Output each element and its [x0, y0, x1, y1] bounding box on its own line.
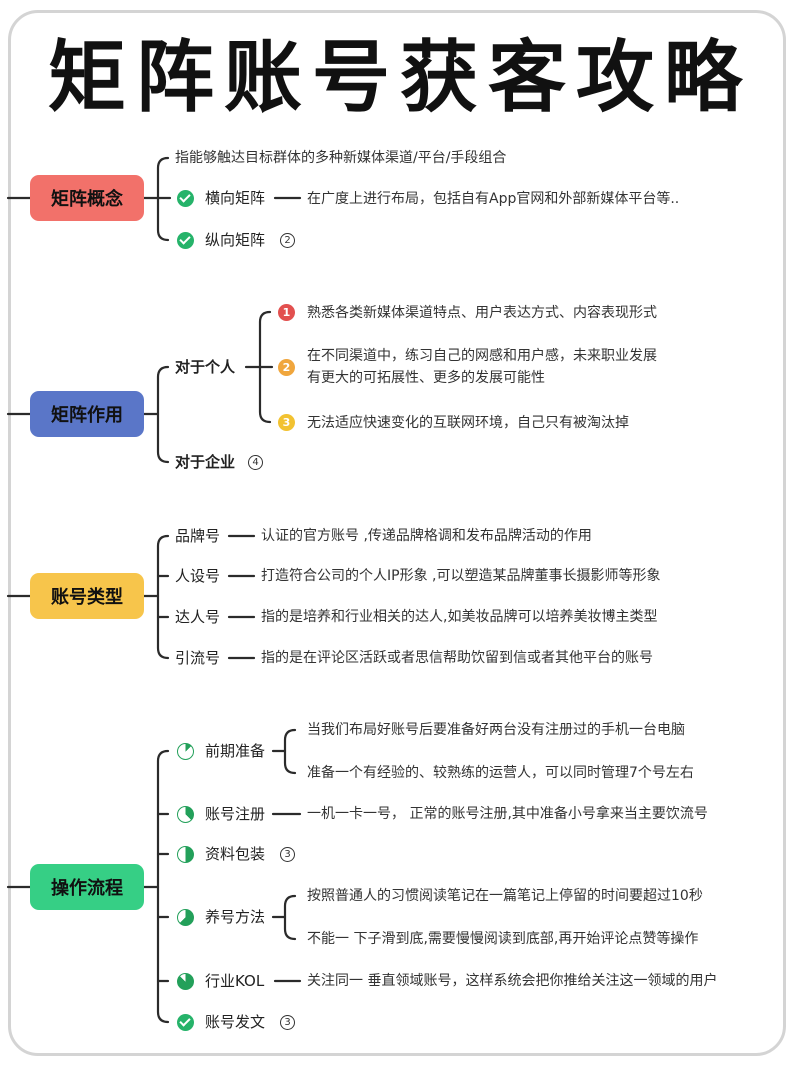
register-text: 一机一卡一号， 正常的账号注册,其中准备小号拿来当主要饮流号: [307, 806, 708, 822]
enterprise-label: 对于企业: [175, 453, 236, 471]
node-label: 矩阵作用: [51, 405, 123, 426]
progress-pie-icon: [177, 846, 194, 863]
node-account-types: 账号类型: [30, 573, 144, 619]
progress-pie-icon: [177, 973, 194, 990]
node-label: 账号类型: [51, 587, 123, 608]
node-operation-process: 操作流程: [30, 864, 144, 910]
type-label: 达人号: [175, 608, 221, 626]
nurture-item: 按照普通人的习惯阅读笔记在一篇笔记上停留的时间要超过10秒: [307, 888, 703, 904]
personal-label: 对于个人: [175, 358, 236, 376]
collapsed-count-badge[interactable]: 3: [280, 847, 295, 862]
nurture-label: 养号方法: [205, 908, 266, 926]
page-title: 矩阵账号获客攻略: [47, 33, 752, 123]
kol-text: 关注同一 垂直领域账号，这样系统会把你推给关注这一领域的用户: [307, 973, 718, 989]
page-frame: [8, 10, 786, 1056]
vertical-matrix-label: 纵向矩阵: [205, 231, 266, 249]
register-label: 账号注册: [205, 805, 266, 823]
collapsed-count-badge[interactable]: 4: [248, 455, 263, 470]
prep-label: 前期准备: [205, 742, 266, 760]
check-icon: [177, 1014, 194, 1031]
collapsed-count-badge[interactable]: 2: [280, 233, 295, 248]
progress-pie-icon: [177, 743, 194, 760]
node-label: 操作流程: [51, 878, 123, 899]
personal-item-2-line1: 在不同渠道中，练习自己的网感和用户感，未来职业发展: [307, 348, 657, 364]
number-1-icon: 1: [278, 304, 295, 321]
number-3-icon: 3: [278, 414, 295, 431]
collapsed-count-badge[interactable]: 3: [280, 1015, 295, 1030]
prep-item: 当我们布局好账号后要准备好两台没有注册过的手机一台电脑: [307, 722, 685, 738]
post-label: 账号发文: [205, 1013, 266, 1031]
type-text: 指的是培养和行业相关的达人,如美妆品牌可以培养美妆博主类型: [261, 609, 658, 625]
type-label: 品牌号: [175, 527, 221, 545]
concept-description: 指能够触达目标群体的多种新媒体渠道/平台/手段组合: [175, 150, 507, 166]
personal-item-2-line2: 有更大的可拓展性、更多的发展可能性: [307, 370, 545, 386]
check-icon: [177, 232, 194, 249]
node-matrix-concept: 矩阵概念: [30, 175, 144, 221]
prep-item: 准备一个有经验的、较熟练的运营人，可以同时管理7个号左右: [307, 765, 694, 781]
node-label: 矩阵概念: [51, 189, 123, 210]
personal-item-1: 熟悉各类新媒体渠道特点、用户表达方式、内容表现形式: [307, 305, 657, 321]
package-label: 资料包装: [205, 845, 266, 863]
horizontal-matrix-label: 横向矩阵: [205, 189, 266, 207]
nurture-item: 不能一 下子滑到底,需要慢慢阅读到底部,再开始评论点赞等操作: [307, 931, 699, 947]
check-icon: [177, 190, 194, 207]
number-2-icon: 2: [278, 359, 295, 376]
progress-pie-icon: [177, 806, 194, 823]
type-label: 引流号: [175, 649, 221, 667]
progress-pie-icon: [177, 909, 194, 926]
horizontal-matrix-text: 在广度上进行布局，包括自有App官网和外部新媒体平台等..: [307, 191, 680, 207]
kol-label: 行业KOL: [205, 972, 265, 990]
type-text: 打造符合公司的个人IP形象 ,可以塑造某品牌董事长摄影师等形象: [261, 568, 661, 584]
personal-item-3: 无法适应快速变化的互联网环境，自己只有被淘汰掉: [307, 415, 629, 431]
type-text: 指的是在评论区活跃或者思信帮助饮留到信或者其他平台的账号: [261, 650, 653, 666]
type-text: 认证的官方账号 ,传递品牌格调和发布品牌活动的作用: [261, 528, 592, 544]
type-label: 人设号: [175, 567, 221, 585]
node-matrix-role: 矩阵作用: [30, 391, 144, 437]
